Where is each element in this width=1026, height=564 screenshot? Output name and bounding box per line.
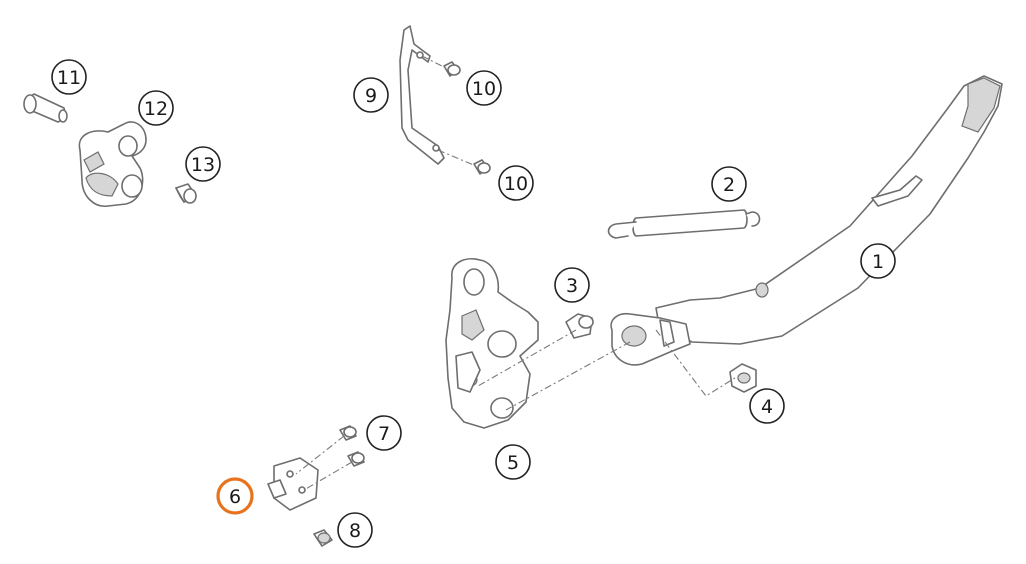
callout-number: 4 xyxy=(761,396,773,418)
part-9-bracket xyxy=(399,25,445,165)
callout-8: 8 xyxy=(337,512,373,548)
callout-circle xyxy=(353,77,389,113)
callout-circle xyxy=(216,477,254,515)
callout-4: 4 xyxy=(749,388,785,424)
callout-10: 10 xyxy=(498,165,534,201)
callout-7: 7 xyxy=(366,415,402,451)
part-6-plate xyxy=(267,457,319,511)
callout-number: 9 xyxy=(365,85,377,107)
part-7-screws xyxy=(339,425,365,467)
callout-circle xyxy=(749,388,785,424)
part-8-screw xyxy=(313,529,333,547)
callout-2: 2 xyxy=(711,166,747,202)
callout-5: 5 xyxy=(495,444,531,480)
part-11-pin xyxy=(23,93,68,123)
callout-number: 6 xyxy=(229,486,241,508)
callout-circle xyxy=(138,90,174,126)
callout-number: 2 xyxy=(723,174,735,196)
callout-9: 9 xyxy=(353,77,389,113)
part-4-nut xyxy=(729,363,757,393)
callout-number: 10 xyxy=(504,173,528,195)
part-10-bolts xyxy=(443,61,491,175)
part-5-mounting-bracket xyxy=(445,258,539,429)
part-12-pivot-bracket xyxy=(78,121,147,207)
callout-number: 11 xyxy=(57,67,81,89)
callout-13: 13 xyxy=(185,146,221,182)
callout-circle xyxy=(51,59,87,95)
callout-circle xyxy=(554,267,590,303)
callout-circle xyxy=(366,415,402,451)
callout-number: 8 xyxy=(349,520,361,542)
callout-11: 11 xyxy=(51,59,87,95)
part-1-pivot-end xyxy=(610,312,691,366)
part-13-screw xyxy=(175,183,197,204)
callout-number: 7 xyxy=(378,423,390,445)
callout-number: 1 xyxy=(872,251,884,273)
callout-circle xyxy=(495,444,531,480)
leader-lines-10 xyxy=(421,55,477,167)
callout-number: 5 xyxy=(507,452,519,474)
callout-number: 13 xyxy=(191,154,215,176)
part-2-spring xyxy=(607,209,761,239)
part-3-bolt xyxy=(565,313,594,339)
part-1-side-stand xyxy=(655,75,1003,345)
callout-number: 12 xyxy=(144,98,168,120)
callout-12: 12 xyxy=(138,90,174,126)
callout-circle xyxy=(711,166,747,202)
callout-10: 10 xyxy=(466,70,502,106)
callout-circle xyxy=(498,165,534,201)
callout-circle xyxy=(466,70,502,106)
callout-number: 10 xyxy=(472,78,496,100)
callout-circle xyxy=(337,512,373,548)
callout-circle xyxy=(185,146,221,182)
callout-circle xyxy=(860,243,896,279)
callout-number: 3 xyxy=(566,275,578,297)
assembly-leader-lines xyxy=(295,329,739,491)
callout-3: 3 xyxy=(554,267,590,303)
callout-6: 6 xyxy=(216,477,254,515)
callout-1: 1 xyxy=(860,243,896,279)
